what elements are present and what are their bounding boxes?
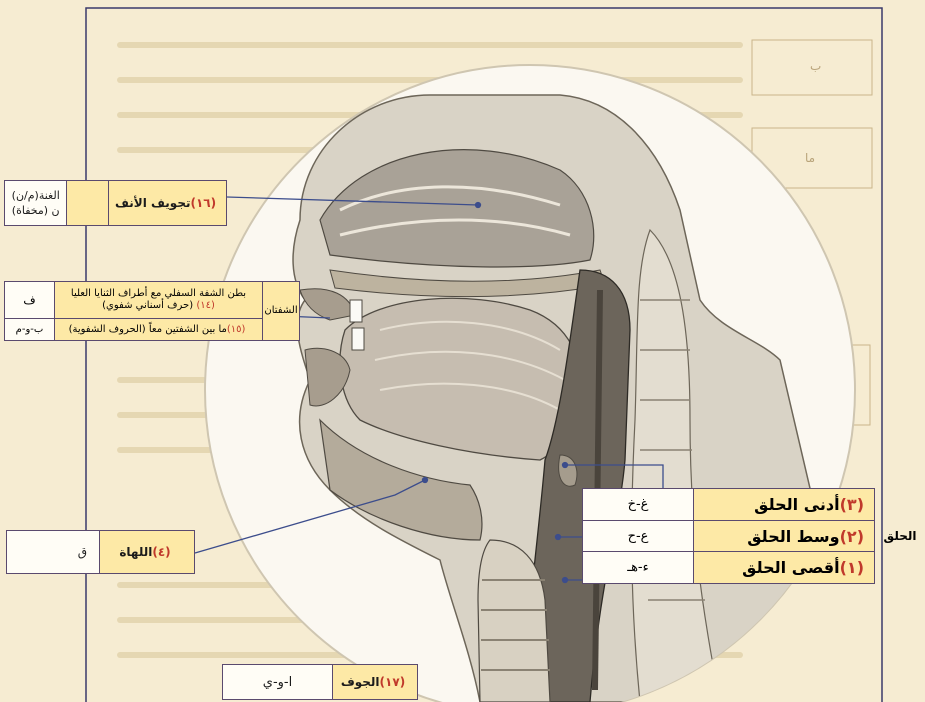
- side-mark-1: ب: [810, 59, 821, 73]
- uvula-letter-cell: ق: [7, 531, 100, 573]
- lips-row1-text-cell: بطن الشفة السفلي مع أطراف الثنايا العليا…: [55, 282, 262, 318]
- cavity-name: الجوف: [341, 675, 380, 689]
- cavity-letters: ا-و-ي: [263, 675, 292, 690]
- throat-row2-number: (٢): [840, 527, 864, 546]
- lips-row1-letter-cell: ف: [5, 282, 55, 318]
- uvula-letter: ق: [78, 545, 87, 559]
- throat-row1-number: (٣): [840, 495, 864, 514]
- nasal-sounds-cell: الغنة(م/ن) ن (مخفاة): [5, 181, 67, 225]
- lips-group-cell: الشفتان: [262, 282, 299, 340]
- label-throat: الحلق أدنى الحلق (٣) غ-خ وسط الحلق (٢) ع…: [582, 488, 925, 584]
- lips-row2-letters: ب-و-م: [16, 324, 44, 336]
- cavity-letters-cell: ا-و-ي: [223, 665, 333, 699]
- throat-group-cell: الحلق: [875, 488, 925, 584]
- label-cavity: الجوف (١٧) ا-و-ي: [222, 664, 418, 700]
- throat-row1-name: أدنى الحلق: [754, 495, 839, 514]
- nasal-sound-line2: ن (مخفاة): [12, 203, 60, 218]
- label-uvula: اللهاة (٤) ق: [6, 530, 195, 574]
- lips-group-label: الشفتان: [264, 305, 297, 317]
- uvula-name-cell: اللهاة (٤): [100, 531, 194, 573]
- throat-row3-letters: ء-هـ: [627, 560, 648, 575]
- lips-row1-letter: ف: [23, 293, 35, 307]
- lips-row1-sub: (حرف أسناني شفوي): [102, 300, 193, 311]
- throat-group-label: الحلق: [884, 529, 917, 543]
- nasal-number: (١٦): [190, 196, 216, 210]
- lips-row1-text: بطن الشفة السفلي مع أطراف الثنايا العليا: [71, 288, 246, 300]
- nasal-name: تجويف الأنف: [115, 196, 191, 210]
- throat-row-2: وسط الحلق (٢) ع-ح: [583, 521, 874, 553]
- cavity-name-cell: الجوف (١٧): [333, 665, 417, 699]
- throat-row3-number: (١): [840, 558, 864, 577]
- lips-row2-letters-cell: ب-و-م: [5, 319, 55, 340]
- cavity-number: (١٧): [380, 675, 406, 689]
- lips-row1-number: (١٤): [196, 300, 215, 311]
- lips-row2-text: ما بين الشفتين معاً (الحروف الشفوية): [69, 324, 227, 336]
- lips-row2-text-cell: ما بين الشفتين معاً (الحروف الشفوية) (١٥…: [55, 319, 262, 340]
- throat-row3-name: أقصى الحلق: [742, 558, 839, 577]
- throat-row1-letters: غ-خ: [628, 497, 649, 512]
- nasal-letters-cell: [67, 181, 109, 225]
- side-mark-2: ما: [805, 151, 815, 165]
- throat-row2-name: وسط الحلق: [747, 527, 839, 546]
- label-nasal-cavity: تجويف الأنف (١٦) الغنة(م/ن) ن (مخفاة): [4, 180, 227, 226]
- throat-row-1: أدنى الحلق (٣) غ-خ: [583, 489, 874, 521]
- lips-row2-number: (١٥): [227, 324, 246, 336]
- uvula-name: اللهاة: [119, 545, 152, 559]
- nasal-name-cell: تجويف الأنف (١٦): [109, 181, 226, 225]
- label-lips: الشفتان بطن الشفة السفلي مع أطراف الثناي…: [4, 281, 300, 341]
- throat-row2-letters: ع-ح: [628, 529, 649, 544]
- uvula-number: (٤): [152, 545, 170, 559]
- throat-row-3: أقصى الحلق (١) ء-هـ: [583, 552, 874, 583]
- nasal-sound-line1: الغنة(م/ن): [12, 188, 60, 203]
